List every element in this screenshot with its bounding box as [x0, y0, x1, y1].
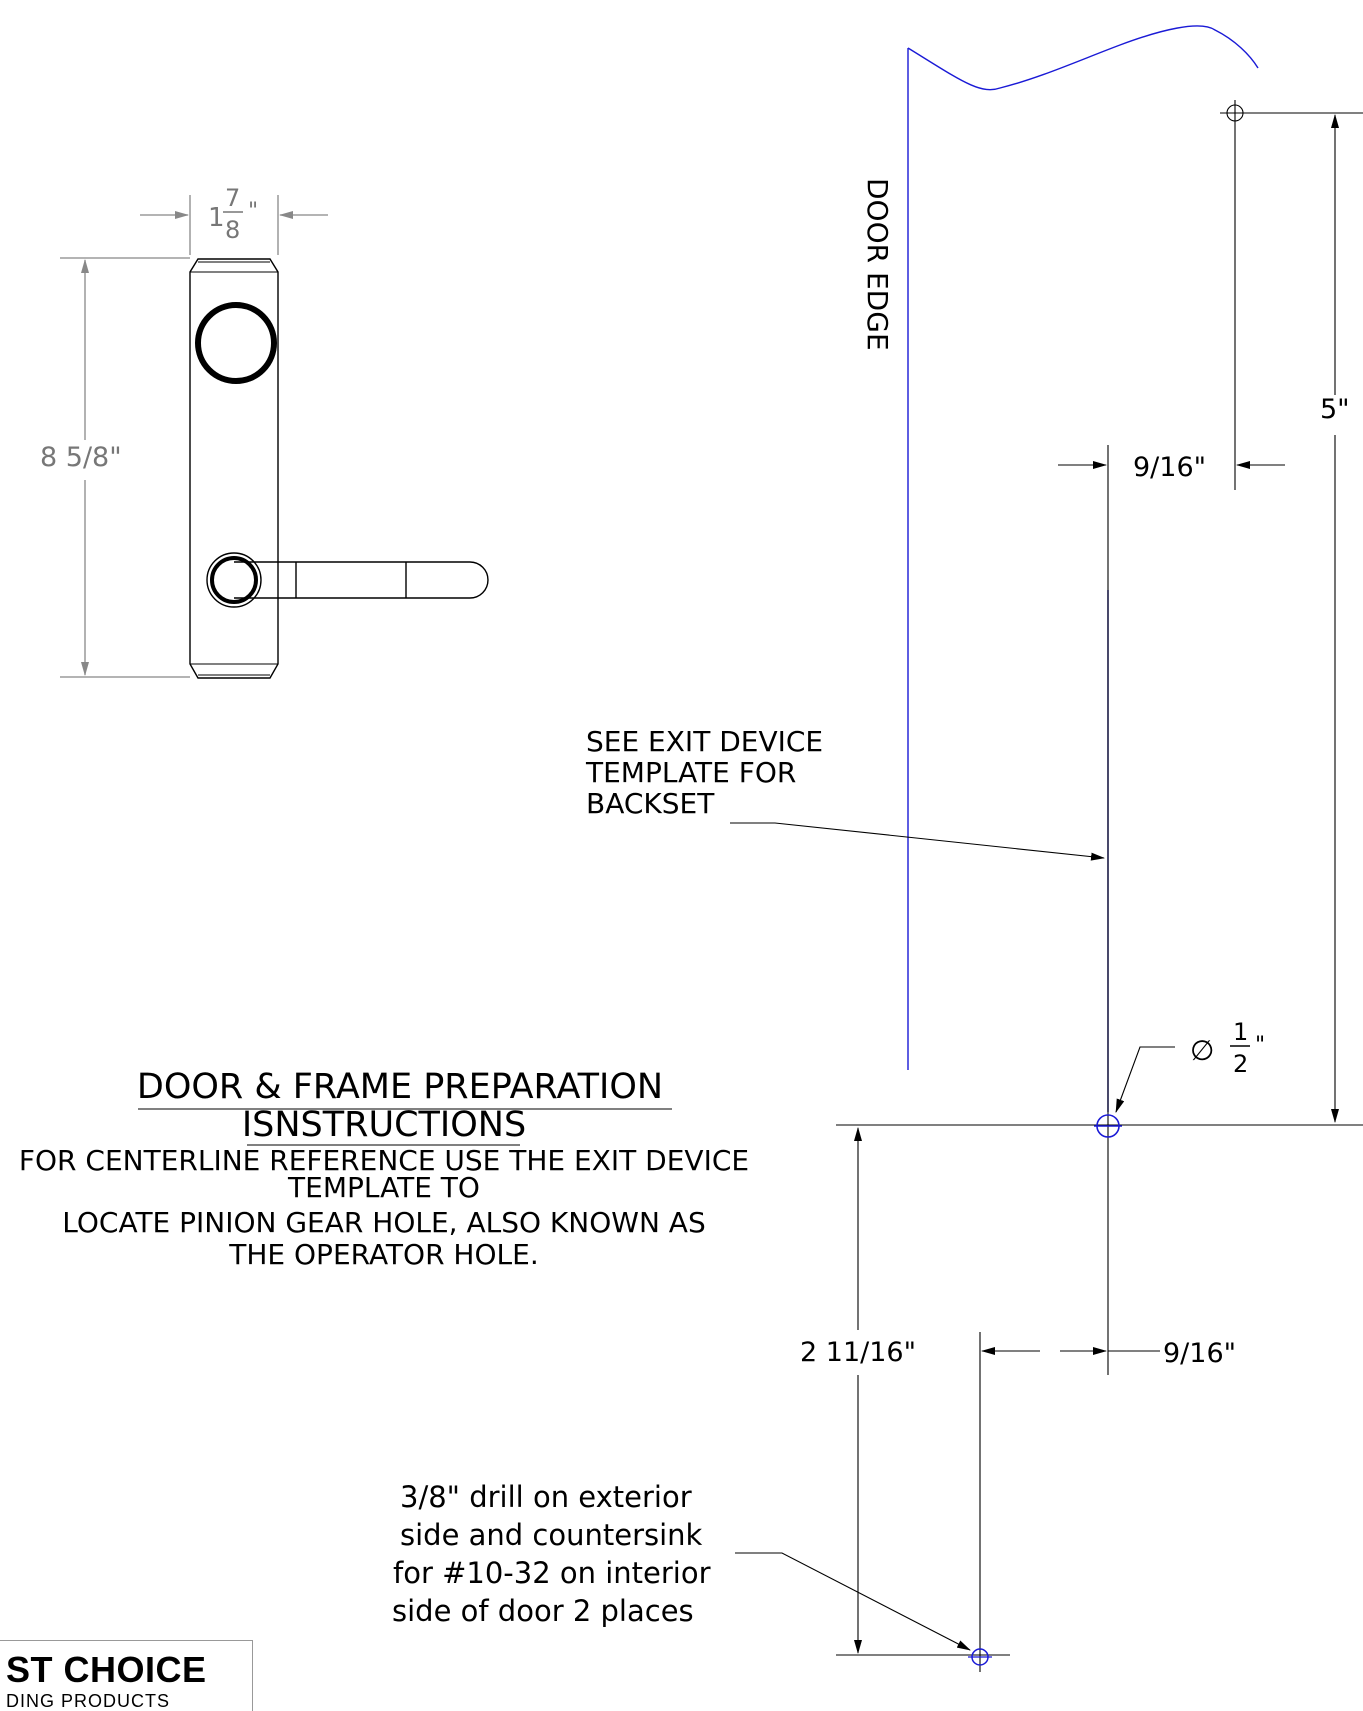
diameter-symbol: ∅ — [1190, 1034, 1214, 1067]
instructions-body-line1: FOR CENTERLINE REFERENCE USE THE EXIT DE… — [19, 1144, 749, 1177]
vertical-5-label: 5" — [1320, 394, 1350, 425]
backset-note: SEE EXIT DEVICE TEMPLATE FOR BACKSET — [585, 725, 1105, 861]
width-dimension: 1 7 8 " — [140, 184, 328, 255]
logo-main-text: ST CHOICE — [6, 1649, 207, 1690]
bottom-offset-label: 9/16" — [1163, 1338, 1236, 1369]
instructions-body-line3: LOCATE PINION GEAR HOLE, ALSO KNOWN AS — [62, 1206, 705, 1239]
diameter-numerator: 1 — [1233, 1018, 1248, 1046]
diameter-unit: " — [1255, 1033, 1265, 1058]
cylinder-icon — [195, 302, 277, 384]
top-hole — [1220, 100, 1363, 490]
backset-line3: BACKSET — [586, 787, 715, 820]
lever-handle — [206, 552, 489, 608]
vertical-2-11-16-dimension: 2 11/16" — [800, 1127, 916, 1654]
drill-note: 3/8" drill on exterior side and counters… — [392, 1480, 971, 1651]
company-logo: ST CHOICE DING PRODUCTS — [0, 1640, 253, 1711]
top-offset-label: 9/16" — [1133, 452, 1206, 483]
drill-line4: side of door 2 places — [392, 1594, 694, 1628]
instructions-title-line1: DOOR & FRAME PREPARATION — [137, 1067, 663, 1107]
width-whole-label: 1 — [208, 203, 225, 233]
width-unit-label: " — [248, 199, 258, 224]
bottom-offset-dimension: 9/16" — [979, 1332, 1236, 1672]
backset-line2: TEMPLATE FOR — [585, 756, 796, 789]
bottom-hole — [968, 1648, 992, 1666]
operator-hole — [1094, 1114, 1122, 1138]
door-break-curve — [907, 25, 1259, 91]
escutcheon-plate — [189, 258, 279, 679]
vertical-2-11-16-label: 2 11/16" — [800, 1337, 916, 1368]
height-label: 8 5/8" — [40, 442, 122, 473]
logo-sub-text: DING PRODUCTS — [6, 1691, 171, 1711]
drill-line1: 3/8" drill on exterior — [400, 1480, 692, 1514]
drill-line2: side and countersink — [400, 1518, 703, 1552]
drill-line3: for #10-32 on interior — [393, 1556, 711, 1590]
top-offset-dimension: 9/16" — [1058, 452, 1285, 483]
width-denominator-label: 8 — [225, 216, 240, 244]
instructions-body-line2: TEMPLATE TO — [287, 1171, 480, 1204]
diameter-denominator: 2 — [1233, 1050, 1248, 1078]
diameter-callout: ∅ 1 2 " — [1115, 1018, 1265, 1113]
instructions-title-line2: ISNSTRUCTIONS — [242, 1105, 526, 1145]
width-numerator-label: 7 — [225, 184, 240, 212]
instructions-body-line4: THE OPERATOR HOLE. — [228, 1238, 538, 1271]
instructions-block: DOOR & FRAME PREPARATION ISNSTRUCTIONS F… — [19, 1067, 749, 1271]
height-dimension: 8 5/8" — [40, 257, 190, 678]
door-edge-label: DOOR EDGE — [861, 178, 894, 351]
handle-trim-view: 1 7 8 " 8 5/8" — [40, 184, 489, 679]
vertical-5-dimension: 5" — [1320, 114, 1350, 1123]
backset-line1: SEE EXIT DEVICE — [586, 725, 823, 758]
door-view: DOOR EDGE 9/16" 5" — [392, 25, 1363, 1672]
